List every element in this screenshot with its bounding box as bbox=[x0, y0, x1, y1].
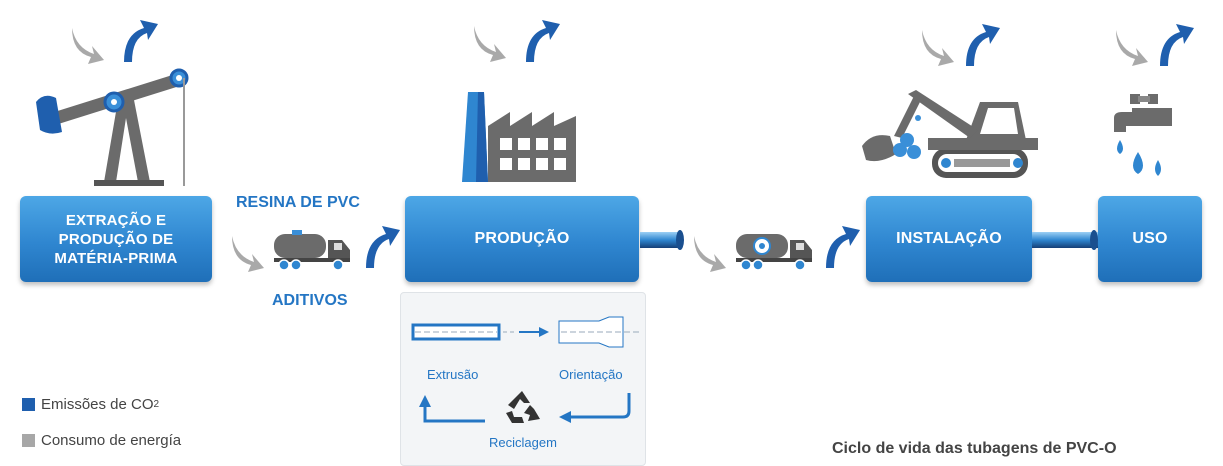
energy-arrow-icon bbox=[232, 236, 264, 272]
stage-installation: INSTALAÇÃO bbox=[866, 196, 1032, 282]
emission-arrow-icon bbox=[526, 20, 560, 62]
emissions-swatch bbox=[22, 398, 35, 411]
emission-arrow-icon bbox=[1160, 24, 1194, 66]
energy-swatch bbox=[22, 434, 35, 447]
emission-arrow-icon bbox=[826, 226, 860, 268]
factory-icon bbox=[462, 92, 576, 182]
stage-production: PRODUÇÃO bbox=[405, 196, 639, 282]
tanker-truck-icon bbox=[736, 234, 812, 271]
legend-emissions-subscript: 2 bbox=[153, 399, 160, 410]
cycle-arrow-right-icon bbox=[559, 393, 631, 423]
energy-arrow-icon bbox=[922, 30, 954, 66]
legend-energy: Consumo de energía bbox=[22, 432, 181, 449]
emission-arrow-icon bbox=[966, 24, 1000, 66]
stage-extraction: EXTRAÇÃO E PRODUÇÃO DE MATÉRIA-PRIMA bbox=[20, 196, 212, 282]
stage-use: USO bbox=[1098, 196, 1202, 282]
energy-arrow-icon bbox=[1116, 30, 1148, 66]
emission-arrow-icon bbox=[366, 226, 400, 268]
legend-energy-label: Consumo de energía bbox=[41, 432, 182, 449]
additives-label: ADITIVOS bbox=[272, 292, 348, 309]
pipe-icon bbox=[1032, 230, 1098, 250]
pumpjack-icon bbox=[36, 68, 189, 186]
cycle-arrow-left-icon bbox=[419, 395, 485, 423]
orientation-label: Orientação bbox=[559, 367, 623, 382]
diagram-title: Ciclo de vida das tubagens de PVC-O bbox=[832, 440, 1117, 457]
extrusion-label: Extrusão bbox=[427, 367, 479, 382]
recycle-icon bbox=[506, 391, 540, 423]
legend-emissions-label: Emissões de CO bbox=[41, 396, 154, 413]
extrusion-pipe-icon bbox=[411, 316, 639, 348]
energy-arrow-icon bbox=[474, 26, 506, 62]
production-process-panel: Extrusão Orientação Reciclagem bbox=[400, 292, 646, 466]
resin-label: RESINA DE PVC bbox=[236, 194, 360, 211]
recycling-label: Reciclagem bbox=[489, 435, 557, 450]
emission-arrow-icon bbox=[124, 20, 158, 62]
pipe-icon bbox=[640, 230, 684, 250]
energy-arrow-icon bbox=[72, 28, 104, 64]
faucet-icon bbox=[1114, 94, 1172, 176]
excavator-icon bbox=[862, 90, 1038, 178]
tanker-truck-icon bbox=[274, 230, 350, 271]
energy-arrow-icon bbox=[694, 236, 726, 272]
